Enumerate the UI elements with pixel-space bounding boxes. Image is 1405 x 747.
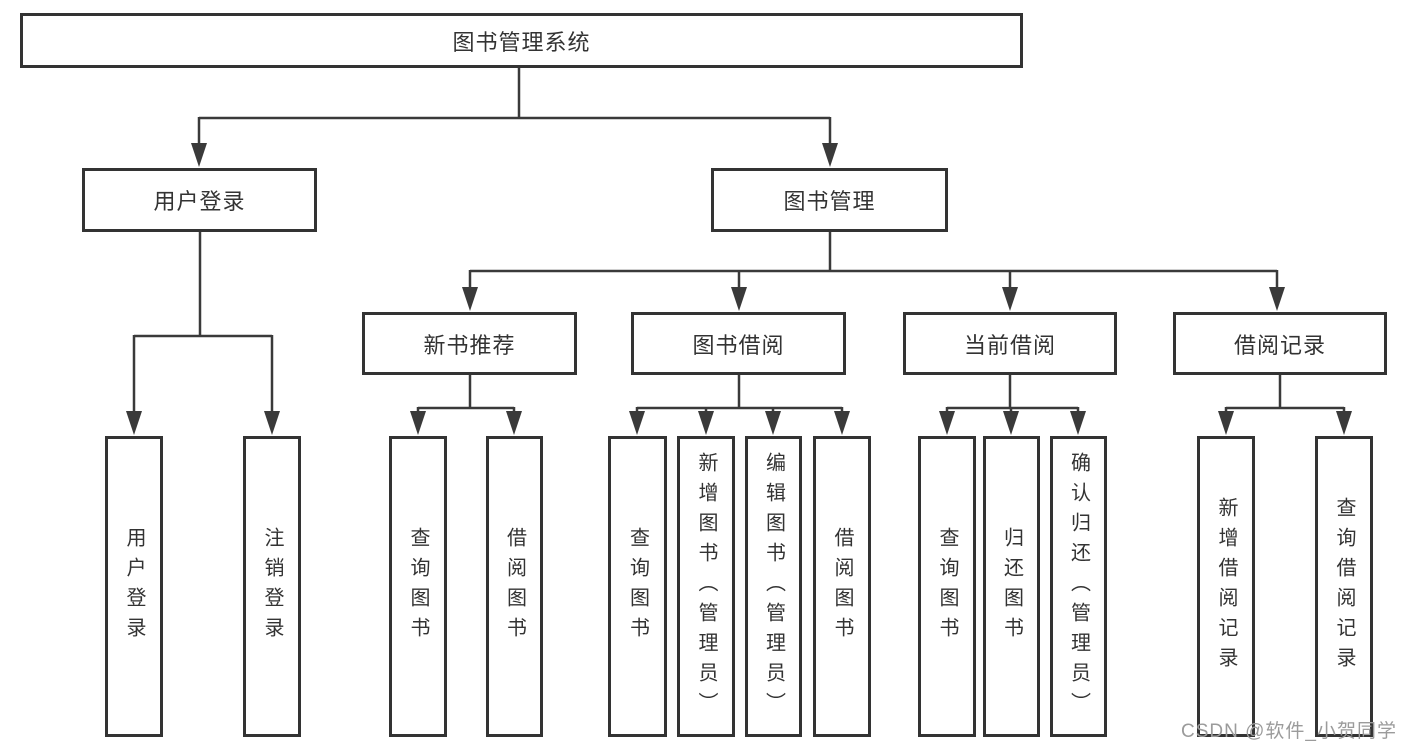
leaf-nb-borrow-books-label: 借阅图书 bbox=[503, 526, 526, 647]
node-user-login-label: 用户登录 bbox=[153, 189, 246, 214]
leaf-nb-query-books-label: 查询图书 bbox=[407, 526, 429, 647]
node-borrow-record: 借阅记录 bbox=[1173, 312, 1387, 375]
node-current-borrow: 当前借阅 bbox=[903, 312, 1117, 375]
leaf-user-login: 用户登录 bbox=[105, 436, 163, 737]
node-book-borrow: 图书借阅 bbox=[631, 312, 846, 375]
node-root-label: 图书管理系统 bbox=[452, 29, 591, 55]
node-book-management-label: 图书管理 bbox=[783, 189, 876, 214]
leaf-cb-query-books-label: 查询图书 bbox=[936, 526, 958, 647]
leaf-bb-add-books-admin-label: 新增图书（管理员） bbox=[695, 451, 717, 722]
node-new-book-recommend: 新书推荐 bbox=[362, 312, 577, 375]
leaf-bb-borrow-books-label: 借阅图书 bbox=[831, 526, 853, 647]
leaf-br-add-record-label: 新增借阅记录 bbox=[1215, 496, 1237, 677]
leaf-user-login-label: 用户登录 bbox=[123, 526, 145, 647]
node-root: 图书管理系统 bbox=[20, 13, 1023, 68]
leaf-cb-return-books-label: 归还图书 bbox=[1000, 526, 1023, 647]
leaf-nb-borrow-books: 借阅图书 bbox=[486, 436, 543, 737]
node-book-borrow-label: 图书借阅 bbox=[692, 332, 785, 358]
leaf-bb-add-books-admin: 新增图书（管理员） bbox=[677, 436, 735, 737]
node-user-login: 用户登录 bbox=[82, 168, 317, 232]
leaf-br-add-record: 新增借阅记录 bbox=[1197, 436, 1255, 737]
node-new-book-recommend-label: 新书推荐 bbox=[423, 332, 516, 358]
node-current-borrow-label: 当前借阅 bbox=[963, 332, 1056, 358]
leaf-cb-query-books: 查询图书 bbox=[918, 436, 976, 737]
leaf-bb-query-books-label: 查询图书 bbox=[626, 526, 649, 647]
leaf-bb-query-books: 查询图书 bbox=[608, 436, 667, 737]
leaf-logout: 注销登录 bbox=[243, 436, 301, 737]
leaf-logout-label: 注销登录 bbox=[261, 526, 283, 647]
leaf-br-query-record-label: 查询借阅记录 bbox=[1333, 496, 1355, 677]
leaf-cb-return-books: 归还图书 bbox=[983, 436, 1040, 737]
node-book-management: 图书管理 bbox=[711, 168, 948, 232]
node-borrow-record-label: 借阅记录 bbox=[1233, 332, 1326, 358]
leaf-cb-confirm-return-admin-label: 确认归还（管理员） bbox=[1067, 451, 1090, 722]
leaf-cb-confirm-return-admin: 确认归还（管理员） bbox=[1050, 436, 1107, 737]
leaf-bb-edit-books-admin: 编辑图书（管理员） bbox=[745, 436, 802, 737]
leaf-bb-borrow-books: 借阅图书 bbox=[813, 436, 871, 737]
leaf-bb-edit-books-admin-label: 编辑图书（管理员） bbox=[762, 451, 785, 722]
csdn-watermark: CSDN @软件_小贺同学 bbox=[1181, 721, 1397, 742]
leaf-nb-query-books: 查询图书 bbox=[389, 436, 447, 737]
leaf-br-query-record: 查询借阅记录 bbox=[1315, 436, 1373, 737]
